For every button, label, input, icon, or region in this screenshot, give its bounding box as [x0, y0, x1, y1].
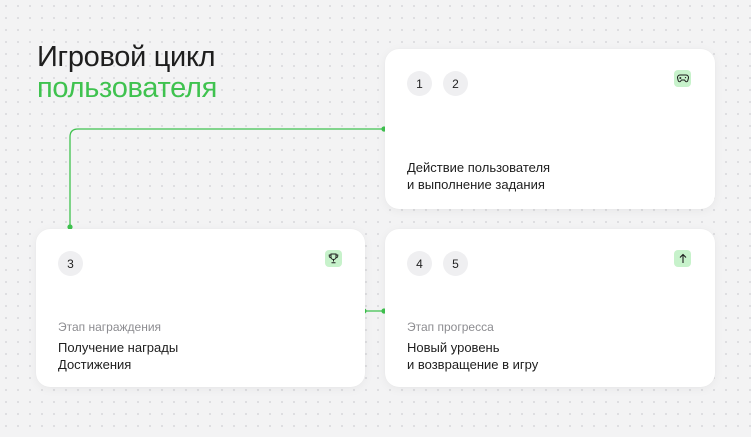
card-text-line: и возвращение в игру: [407, 357, 539, 372]
card-user-action-text: Действие пользователя и выполнение задан…: [407, 159, 550, 193]
connector-dot: [67, 224, 73, 230]
stage-label-progress: Этап прогресса: [407, 320, 494, 334]
connector-action-to-reward: [69, 128, 384, 227]
card-text-line: Достижения: [58, 357, 132, 372]
step-badge-4: 4: [407, 251, 432, 276]
card-progress: 4 5 Этап прогресса Новый уровень и возвр…: [385, 229, 715, 387]
title-line-2: пользователя: [37, 72, 218, 104]
card-text-line: Действие пользователя: [407, 160, 551, 175]
card-text-line: и выполнение задания: [407, 177, 545, 192]
card-text-line: Новый уровень: [407, 340, 500, 355]
card-reward: 3 Этап награждения Получение награды Дос…: [36, 229, 365, 387]
card-user-action: 1 2 Действие пользователя и выполнение з…: [385, 49, 715, 209]
step-badge-1: 1: [407, 71, 432, 96]
step-badge-3: 3: [58, 251, 83, 276]
card-text-line: Получение награды: [58, 340, 179, 355]
stage-label-reward: Этап награждения: [58, 320, 162, 334]
gamepad-icon: [674, 70, 691, 87]
card-progress-text: Новый уровень и возвращение в игру: [407, 339, 538, 373]
arrow-up-icon: [674, 250, 691, 267]
card-reward-text: Получение награды Достижения: [58, 339, 178, 373]
title-line-1: Игровой цикл: [37, 41, 216, 73]
step-badge-2: 2: [443, 71, 468, 96]
page-title: Игровой цикл пользователя: [37, 42, 217, 104]
step-badge-5: 5: [443, 251, 468, 276]
trophy-icon: [325, 250, 342, 267]
